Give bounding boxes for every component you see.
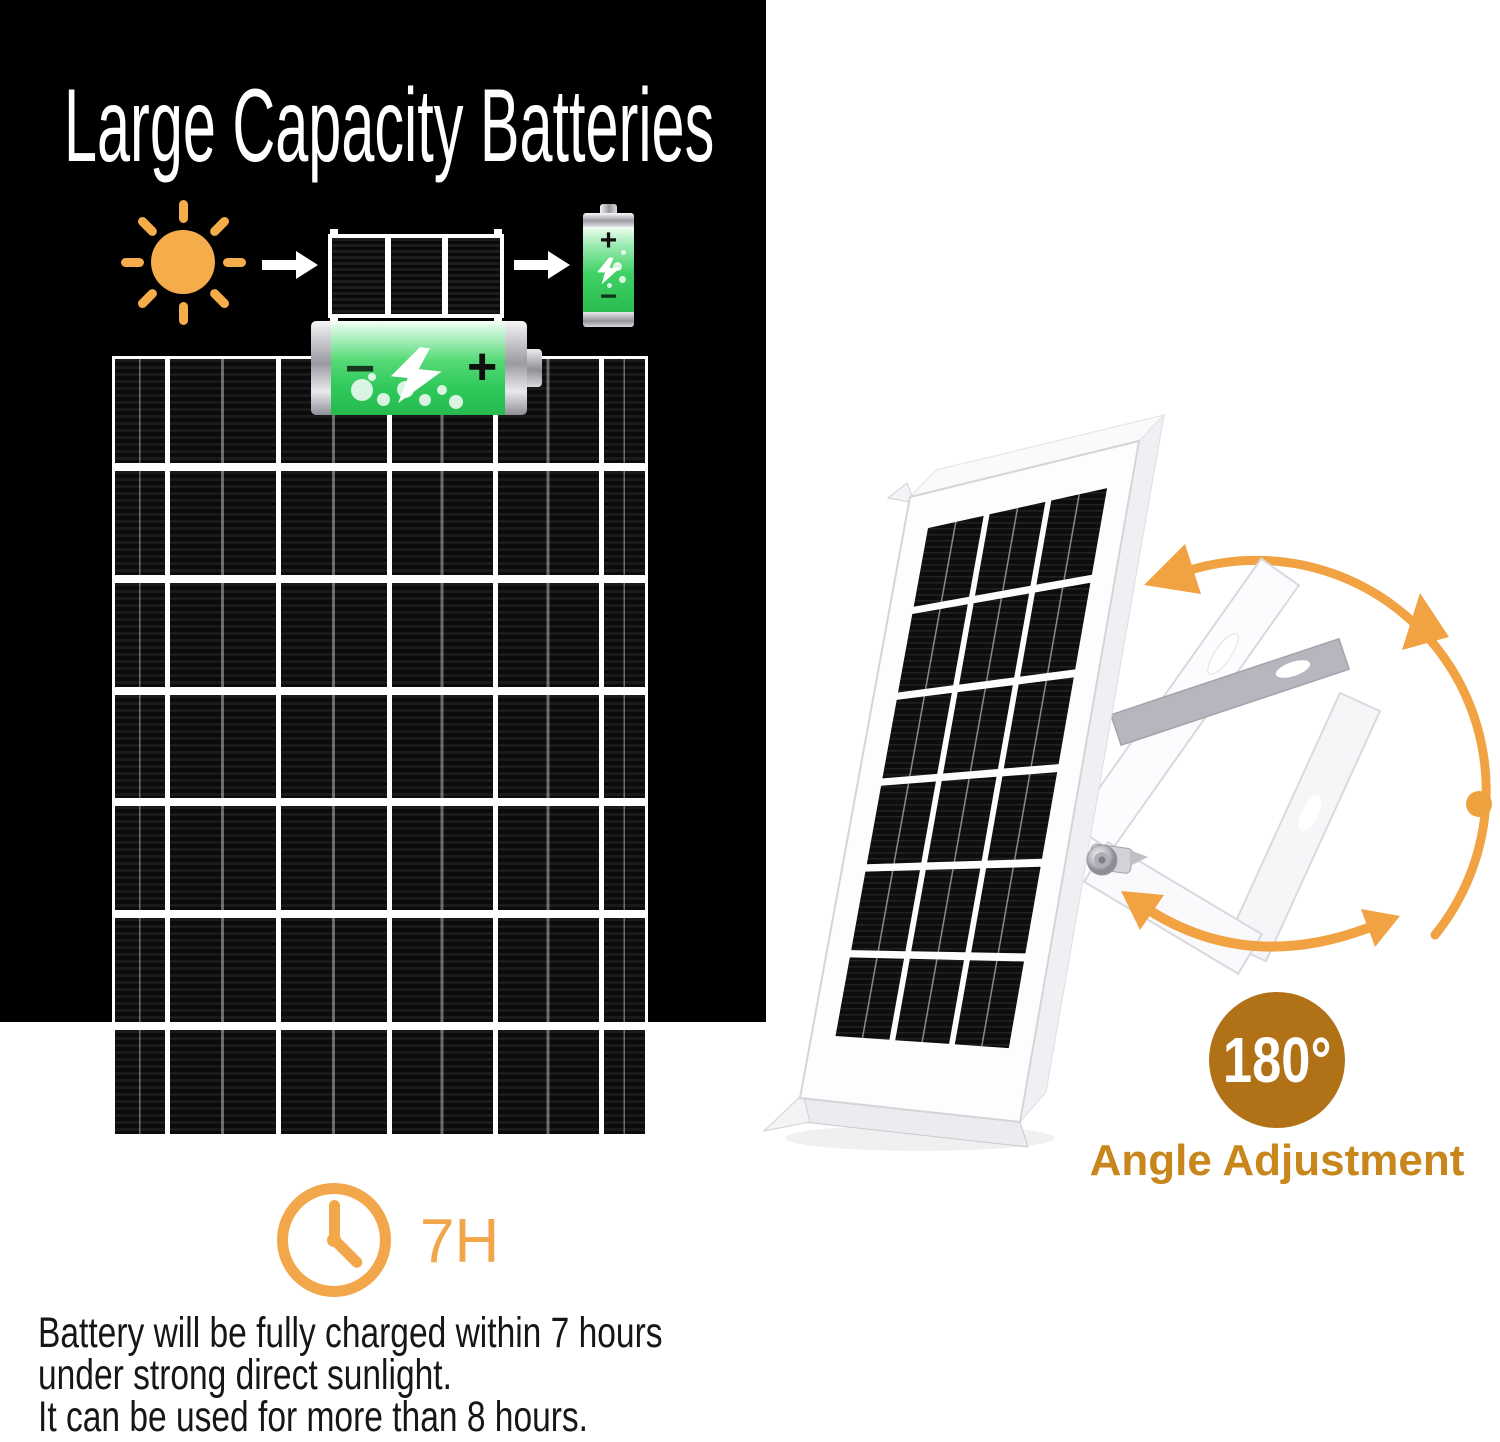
caption-line: under strong direct sunlight. [38, 1351, 452, 1399]
large-solar-panel [112, 356, 648, 1137]
panel-cell [281, 1030, 387, 1134]
panel-cell [604, 806, 645, 911]
panel-cell [604, 1030, 645, 1134]
panel-cell [170, 582, 276, 687]
mounting-bracket-icon [1071, 557, 1382, 976]
panel-cell [392, 918, 493, 1023]
panel-cell [170, 359, 276, 463]
clock-icon [277, 1183, 391, 1297]
caption-line: It can be used for more than 8 hours. [38, 1393, 589, 1441]
panel-cell [281, 582, 387, 687]
rotation-swoosh-icon [1121, 891, 1400, 952]
panel-cell [392, 582, 493, 687]
sun-icon [120, 199, 246, 325]
panel-cell [498, 806, 599, 911]
panel-cell [281, 806, 387, 911]
caption-line: Battery will be fully charged within 7 h… [38, 1309, 663, 1357]
panel-cell [604, 582, 645, 687]
panel-cell [392, 694, 493, 799]
panel-cell [115, 359, 165, 463]
panel-cell [498, 694, 599, 799]
panel-cell [604, 694, 645, 799]
panel-cell [115, 582, 165, 687]
panel-cell [281, 470, 387, 575]
panel-cell [115, 806, 165, 911]
panel-cell [498, 470, 599, 575]
right-arrow-icon [262, 251, 318, 279]
panel-cell [604, 359, 645, 463]
panel-cell [281, 918, 387, 1023]
panel-cell [170, 694, 276, 799]
caption-text: Battery will be fully charged within 7 h… [38, 1309, 663, 1441]
charge-duration-label: 7H [420, 1207, 500, 1276]
solar-panel-icon [328, 229, 504, 323]
battery-icon: + − [583, 204, 634, 327]
panel-cell [498, 582, 599, 687]
panel-cell [604, 918, 645, 1023]
panel-cell [498, 1030, 599, 1134]
panel-cell [281, 694, 387, 799]
lightning-icon [390, 347, 442, 404]
rotation-arc-icon [1144, 544, 1492, 940]
plus-symbol: + [467, 338, 498, 396]
panel-cell [170, 918, 276, 1023]
product-solar-panel [762, 413, 1166, 1151]
right-arrow-icon [514, 251, 570, 279]
angle-badge-value: 180° [1222, 1024, 1332, 1096]
panel-cell [392, 806, 493, 911]
panel-cell [604, 470, 645, 575]
angle-badge: 180° [1209, 992, 1345, 1128]
lightning-icon [597, 257, 621, 285]
panel-cell [115, 470, 165, 575]
panel-cell [115, 1030, 165, 1134]
page-title: Large Capacity Batteries [64, 68, 715, 184]
minus-symbol: − [599, 280, 618, 313]
large-battery-icon: − + [311, 321, 542, 415]
panel-cell [498, 918, 599, 1023]
panel-cell [115, 694, 165, 799]
panel-cell [392, 1030, 493, 1134]
pivot-bolt-icon [1086, 843, 1148, 876]
plus-symbol: + [599, 224, 618, 257]
panel-cell [115, 918, 165, 1023]
angle-adjustment-label: Angle Adjustment [1089, 1136, 1465, 1185]
panel-cell [170, 1030, 276, 1134]
panel-cell [392, 470, 493, 575]
panel-cell [170, 806, 276, 911]
panel-cell [170, 470, 276, 575]
